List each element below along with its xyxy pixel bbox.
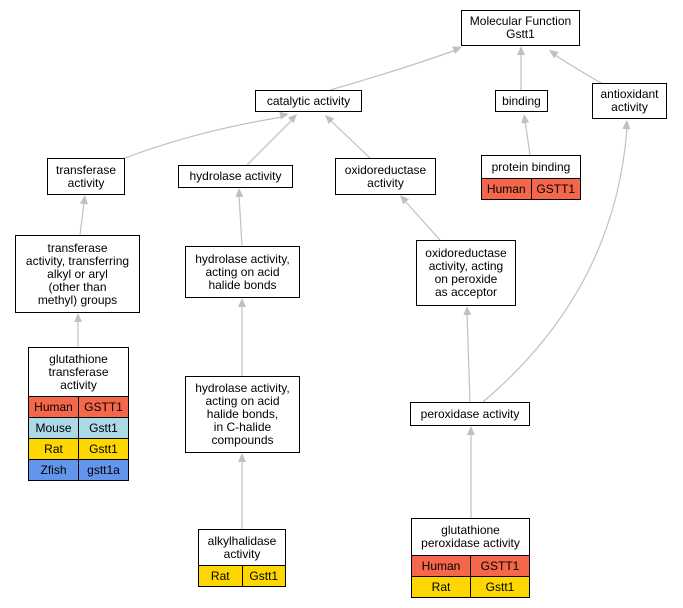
- node-label: hydrolase activity, acting on acid halid…: [195, 251, 290, 292]
- gene-cell: GSTT1: [530, 179, 581, 199]
- edge-gst-to-transferasealkyl: [74, 313, 82, 347]
- edge-transferasealkyl-to-transferase: [79, 195, 88, 236]
- node-label: catalytic activity: [266, 93, 351, 108]
- edge-antioxidant-to-mf: [549, 50, 604, 85]
- edge-alkylhalidase-to-hydrolasec: [238, 453, 246, 529]
- edge-oxidoreductase-to-catalytic: [325, 115, 371, 159]
- node-glutathione-transferase[interactable]: glutathione transferase activity Human G…: [28, 347, 129, 481]
- node-hydrolase-c-halide[interactable]: hydrolase activity, acting on acid halid…: [185, 376, 300, 453]
- edge-peroxidase-to-antioxidant: [482, 120, 631, 403]
- edge-peroxidase-to-oxidoperoxide: [463, 306, 472, 403]
- node-label: binding: [502, 93, 541, 108]
- node-molecular-function[interactable]: Molecular Function Gstt1: [461, 10, 580, 46]
- gene-row: Rat Gstt1: [412, 576, 529, 597]
- edge-oxidoperoxide-to-oxidoreductase: [400, 195, 441, 241]
- species-cell: Rat: [44, 442, 63, 456]
- arrowhead-icon: [238, 298, 246, 307]
- gene-row: Zfish gstt1a: [29, 459, 128, 480]
- node-label: antioxidant activity: [600, 87, 659, 114]
- node-label: transferase activity: [55, 162, 117, 190]
- gene-row: Mouse Gstt1: [29, 417, 128, 438]
- node-label: protein binding: [491, 159, 571, 174]
- arrowhead-icon: [463, 306, 472, 316]
- arrowhead-icon: [235, 188, 244, 198]
- species-cell: Rat: [210, 569, 230, 583]
- node-label: glutathione transferase activity: [48, 351, 109, 392]
- arrowhead-icon: [452, 46, 462, 54]
- node-label: glutathione peroxidase activity: [421, 523, 520, 550]
- edge-gpx-to-peroxidase: [467, 426, 475, 518]
- gene-row: Human GSTT1: [29, 396, 128, 417]
- gene-cell: GSTT1: [470, 556, 529, 576]
- gene-cell: Gstt1: [470, 577, 529, 597]
- node-label: transferase activity, transferring alkyl…: [25, 240, 130, 307]
- edge-catalytic-to-mf: [329, 46, 462, 91]
- node-label: Molecular Function Gstt1: [469, 14, 572, 41]
- node-label: oxidoreductase activity: [344, 162, 427, 190]
- gene-cell: Gstt1: [78, 439, 128, 459]
- node-peroxidase-activity[interactable]: peroxidase activity: [410, 402, 530, 426]
- species-cell: Zfish: [40, 463, 67, 477]
- node-transferase-alkyl-aryl[interactable]: transferase activity, transferring alkyl…: [15, 235, 140, 313]
- node-hydrolase-acid-halide[interactable]: hydrolase activity, acting on acid halid…: [185, 246, 300, 298]
- gene-row: Rat Gstt1: [199, 565, 285, 586]
- node-label: hydrolase activity: [189, 169, 282, 183]
- arrowhead-icon: [238, 453, 246, 462]
- arrowhead-icon: [400, 195, 409, 205]
- arrowhead-icon: [287, 114, 297, 124]
- gene-row: Human GSTT1: [412, 555, 529, 576]
- species-cell: Rat: [431, 580, 451, 594]
- node-label: hydrolase activity, acting on acid halid…: [195, 381, 290, 447]
- edge-hydrolasec-to-hydrolaseacid: [238, 298, 246, 376]
- arrowhead-icon: [79, 195, 88, 205]
- arrowhead-icon: [325, 115, 335, 125]
- gene-cell: GSTT1: [78, 397, 128, 417]
- edge-hydrolase-to-catalytic: [246, 114, 297, 166]
- node-oxidoreductase-activity[interactable]: oxidoreductase activity: [335, 158, 436, 195]
- arrowhead-icon: [521, 114, 530, 124]
- arrowhead-icon: [549, 50, 559, 59]
- species-cell: Human: [486, 182, 526, 196]
- gene-row: Human GSTT1: [482, 178, 580, 199]
- species-cell: Mouse: [35, 421, 72, 435]
- node-antioxidant-activity[interactable]: antioxidant activity: [592, 83, 667, 119]
- arrowhead-icon: [517, 46, 525, 55]
- node-oxidoreductase-peroxide[interactable]: oxidoreductase activity, acting on perox…: [416, 240, 516, 306]
- gene-cell: Gstt1: [78, 418, 128, 438]
- node-protein-binding[interactable]: protein binding Human GSTT1: [481, 155, 581, 200]
- arrowhead-icon: [279, 111, 289, 120]
- node-hydrolase-activity[interactable]: hydrolase activity: [178, 165, 293, 188]
- species-cell: Human: [34, 400, 73, 414]
- node-glutathione-peroxidase[interactable]: glutathione peroxidase activity Human GS…: [411, 518, 530, 598]
- edge-proteinbinding-to-binding: [521, 114, 531, 156]
- arrowhead-icon: [467, 426, 475, 435]
- node-transferase-activity[interactable]: transferase activity: [47, 158, 125, 195]
- edge-binding-to-mf: [517, 46, 525, 90]
- node-binding[interactable]: binding: [495, 90, 548, 112]
- node-alkylhalidase-activity[interactable]: alkylhalidase activity Rat Gstt1: [198, 529, 286, 587]
- node-label: peroxidase activity: [420, 406, 520, 421]
- gene-row: Rat Gstt1: [29, 438, 128, 459]
- node-label: oxidoreductase activity, acting on perox…: [425, 246, 507, 299]
- node-label: alkylhalidase activity: [207, 533, 277, 561]
- species-cell: Human: [421, 559, 461, 573]
- gene-cell: gstt1a: [78, 460, 128, 480]
- gene-cell: Gstt1: [241, 566, 286, 586]
- edge-transferase-to-catalytic: [124, 111, 289, 159]
- arrowhead-icon: [74, 313, 82, 322]
- arrowhead-icon: [622, 120, 631, 130]
- edge-hydrolaseacid-to-hydrolase: [235, 188, 244, 247]
- node-catalytic-activity[interactable]: catalytic activity: [255, 90, 362, 112]
